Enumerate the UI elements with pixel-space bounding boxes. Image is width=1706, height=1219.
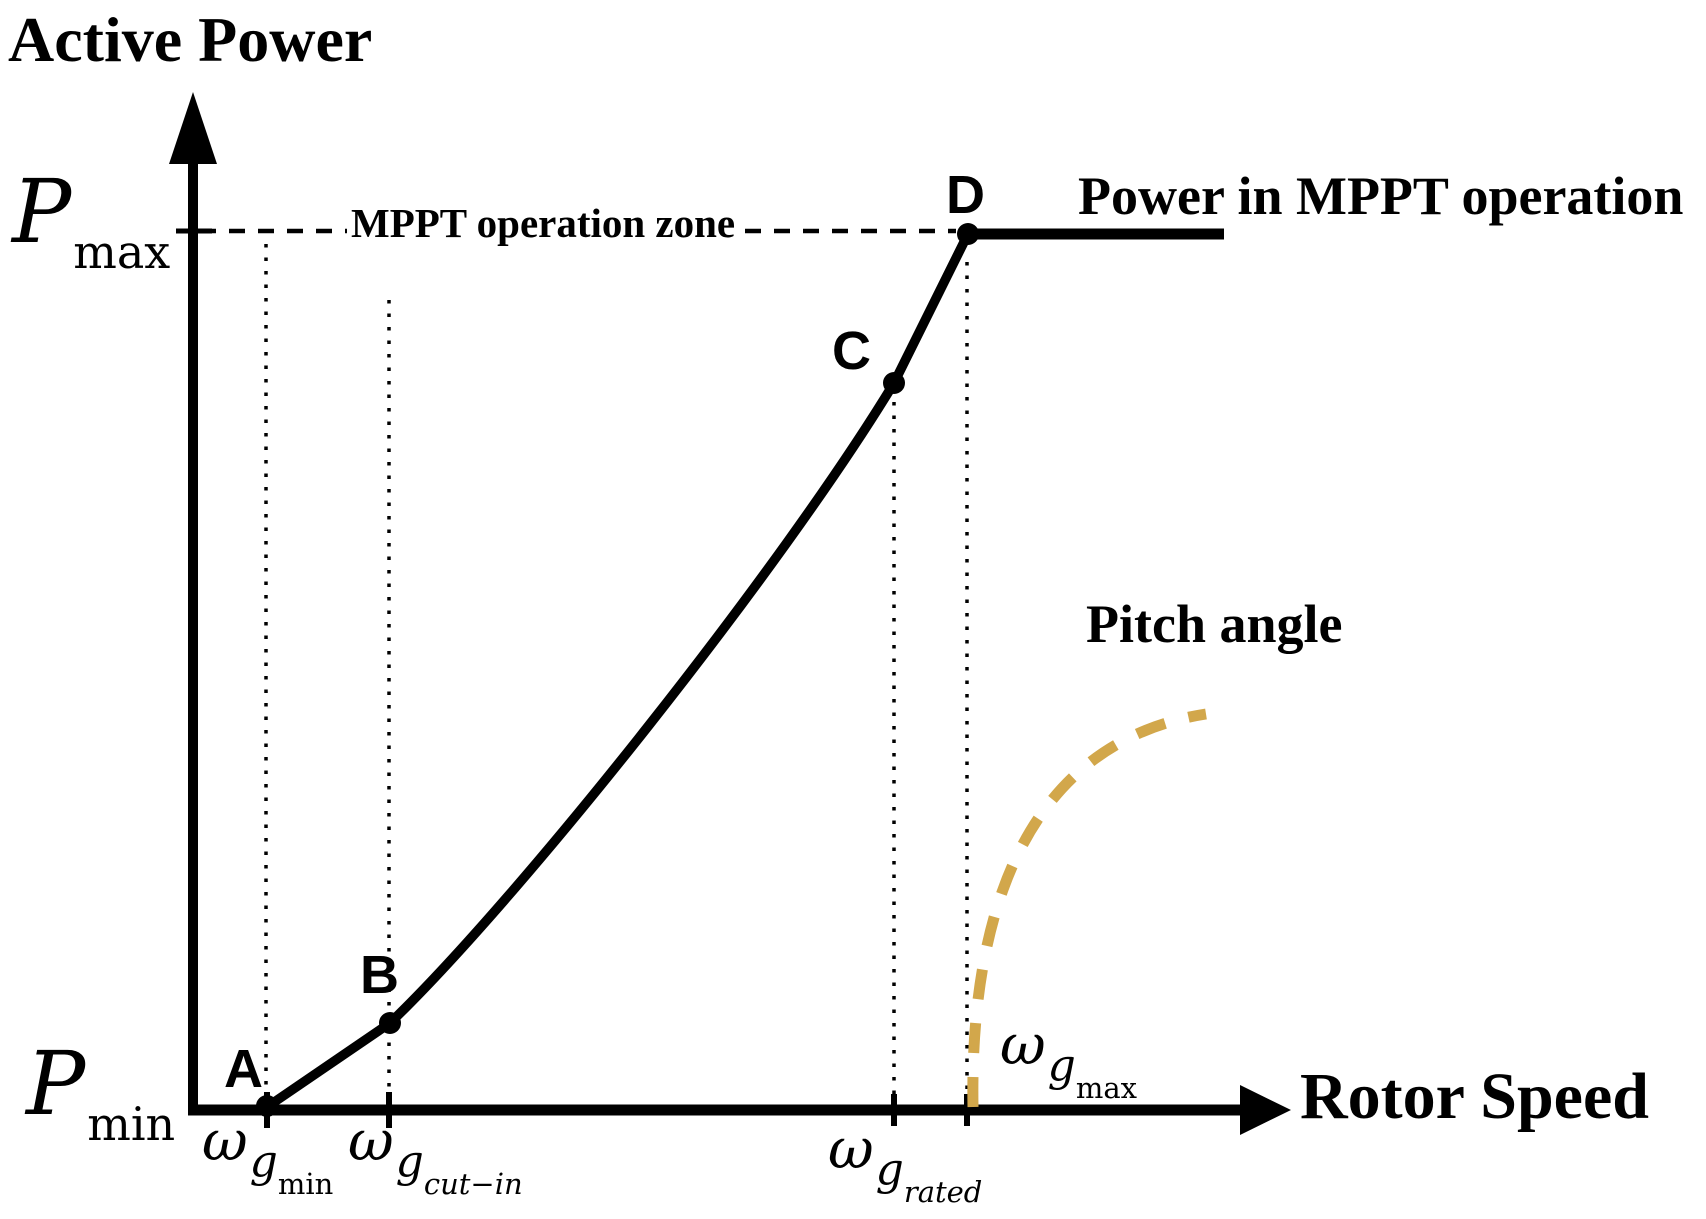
wgrated-omega: ω: [828, 1117, 874, 1182]
annotation-power-mppt: Power in MPPT operation: [1078, 166, 1684, 226]
point-label-a: A: [224, 1039, 263, 1099]
y-axis-arrowhead: [169, 92, 217, 164]
annotation-mppt-zone: MPPT operation zone: [351, 200, 736, 246]
point-label-d: D: [946, 165, 985, 225]
marker-point-b: [379, 1012, 401, 1034]
wgmax-sub-max: max: [1075, 1071, 1137, 1105]
x-label-wgcutin: ωgcut−in: [348, 1114, 523, 1199]
wgrated-sub-rated: rated: [903, 1175, 983, 1209]
point-label-b: B: [360, 945, 399, 1005]
wgcutin-sub-g: g: [395, 1136, 424, 1187]
x-label-wgmin: ωgmin: [202, 1114, 333, 1199]
y-axis-title: Active Power: [8, 4, 373, 75]
marker-point-d: [957, 223, 979, 245]
marker-point-a: [256, 1095, 278, 1117]
pitch-angle-curve: [967, 708, 1207, 1108]
x-label-wgrated: ωgrated: [828, 1122, 982, 1207]
wgcutin-sub-cutin: cut−in: [423, 1167, 523, 1201]
annotation-pitch-angle: Pitch angle: [1086, 594, 1343, 654]
marker-point-c: [883, 372, 905, 394]
point-label-c: C: [832, 321, 871, 381]
pmax-subscript: max: [73, 225, 171, 279]
wgmin-sub-g: g: [249, 1136, 278, 1187]
power-curve: [264, 231, 973, 1111]
wgrated-sub-g: g: [875, 1144, 904, 1195]
x-label-wgmax: ωgmax: [1000, 1018, 1137, 1103]
wgmin-sub-min: min: [277, 1167, 334, 1201]
x-axis-arrowhead: [1240, 1085, 1291, 1135]
wgcutin-omega: ω: [348, 1109, 394, 1174]
wgmax-sub-g: g: [1047, 1040, 1076, 1091]
pmin-symbol: P: [26, 1032, 86, 1135]
wgmin-omega: ω: [202, 1109, 248, 1174]
y-label-pmax: Pmax: [12, 168, 170, 276]
y-label-pmin: Pmin: [26, 1040, 175, 1148]
wgmax-omega: ω: [1000, 1013, 1046, 1078]
pmax-symbol: P: [12, 160, 72, 263]
x-axis-title: Rotor Speed: [1300, 1060, 1649, 1133]
pmin-subscript: min: [87, 1097, 176, 1151]
